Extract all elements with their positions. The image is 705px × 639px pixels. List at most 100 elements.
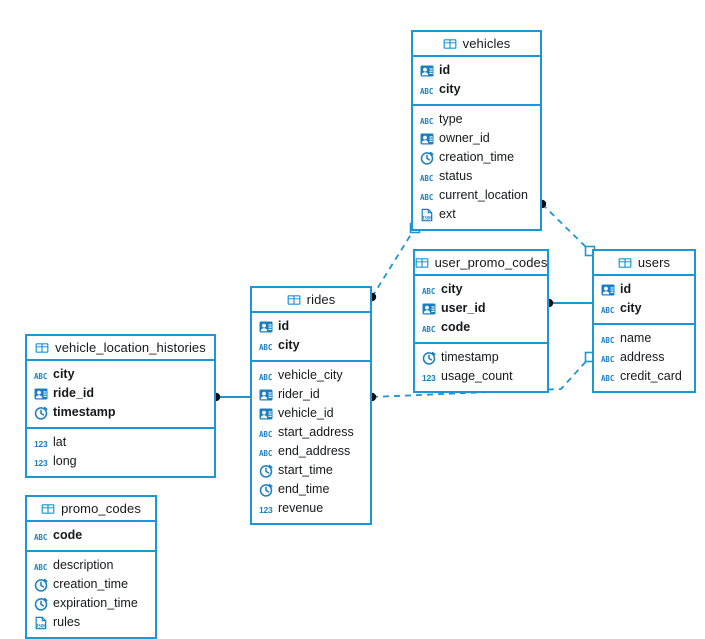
field-row[interactable]: expiration_time — [27, 594, 155, 613]
field-row[interactable]: rider_id — [252, 385, 370, 404]
number-icon: 123 — [34, 457, 48, 468]
entity-header-user_promo_codes[interactable]: user_promo_codes — [415, 251, 547, 276]
field-row[interactable]: timestamp — [27, 403, 214, 422]
field-row[interactable]: id — [594, 280, 694, 299]
id-card-icon — [601, 283, 615, 297]
field-name: creation_time — [53, 577, 129, 591]
field-name: city — [439, 82, 461, 96]
field-row[interactable]: 123 revenue — [252, 499, 370, 518]
table-icon — [618, 256, 632, 270]
entity-title: rides — [306, 292, 336, 307]
field-name: ext — [439, 207, 456, 221]
relationship-vehicles-to-users — [537, 199, 596, 257]
field-row[interactable]: creation_time — [27, 575, 155, 594]
relationship-user-promo-codes-to-users — [544, 298, 592, 308]
field-name: ride_id — [53, 386, 94, 400]
field-row[interactable]: user_id — [415, 299, 547, 318]
field-name: end_time — [278, 482, 330, 496]
field-row[interactable]: start_time — [252, 461, 370, 480]
entity-header-users[interactable]: users — [594, 251, 694, 276]
field-name: id — [439, 63, 451, 77]
field-row[interactable]: JSON rules — [27, 613, 155, 632]
field-row[interactable]: owner_id — [413, 129, 540, 148]
field-row[interactable]: JSON ext — [413, 205, 540, 224]
field-name: status — [439, 169, 473, 183]
abc-icon: ABC — [34, 371, 48, 381]
field-name: owner_id — [439, 131, 490, 145]
field-name: city — [278, 338, 300, 352]
field-name: expiration_time — [53, 596, 138, 610]
id-card-icon — [420, 64, 434, 78]
clock-icon — [420, 151, 434, 165]
entity-header-vehicle_location_histories[interactable]: vehicle_location_histories — [27, 336, 214, 361]
field-row[interactable]: id — [413, 61, 540, 80]
entity-header-rides[interactable]: rides — [252, 288, 370, 313]
entity-header-promo_codes[interactable]: promo_codes — [27, 497, 155, 522]
relationship-vehicle-location-histories-to-rides — [211, 392, 250, 402]
field-row[interactable]: ABC city — [252, 336, 370, 355]
field-row[interactable]: id — [252, 317, 370, 336]
field-row[interactable]: end_time — [252, 480, 370, 499]
abc-icon: ABC — [34, 532, 48, 542]
entity-title: promo_codes — [61, 501, 141, 516]
id-card-icon — [259, 407, 273, 421]
number-icon: 123 — [259, 504, 273, 515]
abc-icon: ABC — [422, 324, 436, 334]
field-name: lat — [53, 435, 67, 449]
abc-icon: ABC — [259, 372, 273, 382]
abc-icon: ABC — [601, 354, 615, 364]
field-row[interactable]: vehicle_id — [252, 404, 370, 423]
entity-header-vehicles[interactable]: vehicles — [413, 32, 540, 57]
field-row[interactable]: timestamp — [415, 348, 547, 367]
field-name: name — [620, 331, 652, 345]
svg-text:JSON: JSON — [422, 215, 433, 220]
table-icon — [35, 341, 49, 355]
clock-icon — [34, 597, 48, 611]
id-card-icon — [420, 132, 434, 146]
entity-title: vehicle_location_histories — [55, 340, 206, 355]
svg-text:JSON: JSON — [36, 623, 47, 628]
id-card-icon — [259, 320, 273, 334]
field-name: start_address — [278, 425, 354, 439]
json-icon: JSON — [420, 208, 434, 222]
field-row[interactable]: ride_id — [27, 384, 214, 403]
field-row[interactable]: creation_time — [413, 148, 540, 167]
id-card-icon — [34, 387, 48, 401]
clock-icon — [34, 578, 48, 592]
field-name: rules — [53, 615, 81, 629]
number-icon: 123 — [422, 372, 436, 383]
field-name: revenue — [278, 501, 324, 515]
abc-icon: ABC — [259, 342, 273, 352]
